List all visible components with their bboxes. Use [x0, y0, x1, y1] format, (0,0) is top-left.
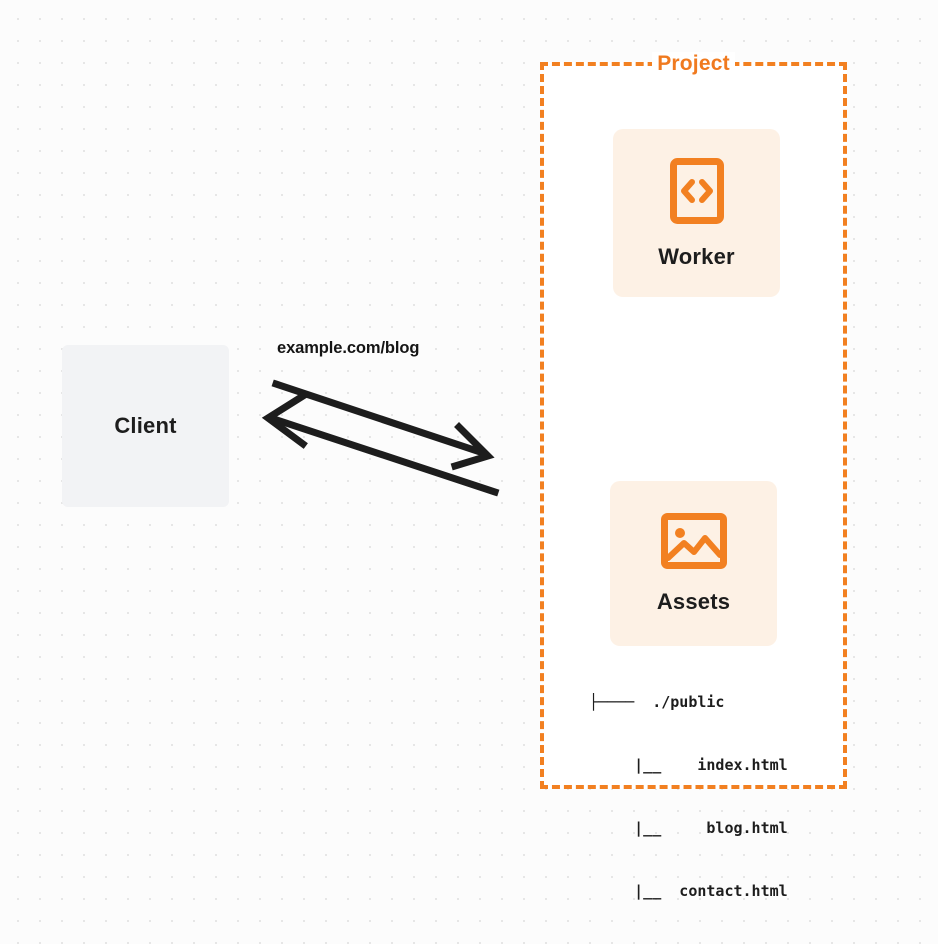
- worker-label: Worker: [658, 243, 735, 269]
- file-tree-line: |__ index.html: [589, 756, 788, 774]
- diagram-canvas: Client example.com/blog Project Wor: [62, 52, 847, 900]
- project-title: Project: [544, 52, 843, 76]
- image-picture-icon: [660, 512, 728, 575]
- node-client[interactable]: Client: [62, 345, 229, 507]
- project-title-text: Project: [652, 52, 735, 75]
- code-brackets-icon: [669, 157, 725, 230]
- client-label: Client: [114, 413, 177, 438]
- node-assets[interactable]: Assets: [610, 481, 777, 646]
- connection-label: example.com/blog: [277, 339, 420, 357]
- node-worker[interactable]: Worker: [613, 129, 780, 297]
- request-arrow: [271, 379, 495, 471]
- file-tree-line: |__ contact.html: [589, 882, 788, 900]
- assets-label: Assets: [656, 589, 731, 614]
- assets-file-tree: ├──── ./public |__ index.html |__ blog.h…: [589, 650, 788, 944]
- file-tree-line: |__ blog.html: [589, 819, 788, 837]
- file-tree-line: ├──── ./public: [589, 693, 725, 711]
- response-arrow: [261, 391, 500, 497]
